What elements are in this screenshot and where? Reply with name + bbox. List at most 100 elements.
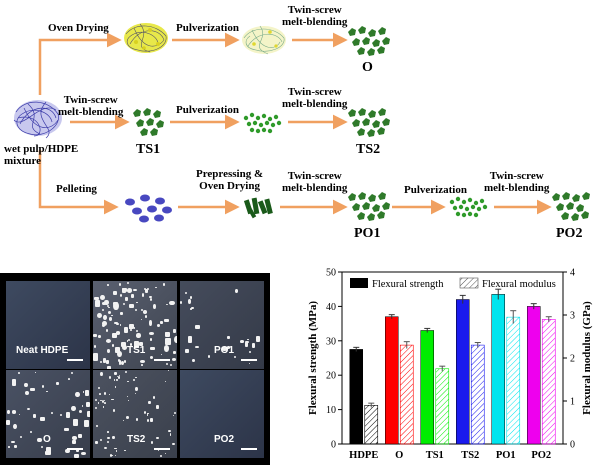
micrograph-speck bbox=[105, 339, 112, 344]
micrograph-speck bbox=[111, 398, 114, 401]
micrograph-speck bbox=[135, 387, 138, 392]
micrograph-speck bbox=[121, 288, 128, 292]
right-axis-tick-label: 1 bbox=[570, 397, 575, 408]
micrograph-speck bbox=[195, 345, 199, 349]
micrograph-speck bbox=[117, 349, 120, 352]
micrograph-speck bbox=[106, 365, 112, 369]
micrograph-speck bbox=[118, 375, 120, 376]
micrograph-speck bbox=[120, 294, 123, 298]
micrograph-speck bbox=[118, 282, 121, 287]
micrograph-speck bbox=[84, 420, 90, 428]
micrograph-speck bbox=[115, 448, 117, 450]
micrograph-speck bbox=[167, 370, 169, 371]
micrograph-speck bbox=[104, 392, 107, 396]
micrograph-tile: PO1 bbox=[180, 281, 264, 369]
micrograph-speck bbox=[65, 448, 70, 454]
micrograph-speck bbox=[20, 436, 22, 439]
micrograph-speck bbox=[120, 361, 124, 366]
micrograph-speck bbox=[45, 446, 51, 455]
pulverized-mixture-image bbox=[242, 25, 286, 55]
micrograph-speck bbox=[166, 303, 169, 305]
micrograph-speck bbox=[122, 344, 128, 350]
micrograph-speck bbox=[117, 348, 121, 352]
scale-bar bbox=[67, 448, 83, 450]
micrograph-speck bbox=[11, 440, 15, 444]
micrograph-speck bbox=[135, 392, 137, 395]
micrograph-speck bbox=[124, 450, 126, 452]
micrograph-speck bbox=[127, 399, 130, 401]
micrograph-speck bbox=[64, 427, 69, 432]
micrograph-speck bbox=[134, 309, 138, 311]
micrograph-speck bbox=[174, 412, 176, 414]
micrograph-speck bbox=[103, 446, 107, 449]
modulus-bar bbox=[364, 405, 379, 445]
micrograph-speck bbox=[248, 363, 251, 365]
micrograph-speck bbox=[165, 381, 167, 382]
micrograph-speck bbox=[192, 359, 195, 363]
micrograph-speck bbox=[102, 301, 106, 306]
micrograph-label: TS2 bbox=[127, 434, 146, 445]
granules-ts2-image bbox=[348, 108, 390, 137]
micrograph-speck bbox=[112, 436, 115, 440]
step-pelleting-label: Pelleting bbox=[56, 183, 97, 195]
micrograph-speck bbox=[156, 436, 159, 439]
micrograph-speck bbox=[141, 309, 144, 312]
left-axis-tick-label: 20 bbox=[326, 371, 336, 382]
granules-o-image bbox=[348, 26, 390, 56]
modulus-bar bbox=[435, 368, 450, 445]
micrograph-speck bbox=[161, 353, 163, 355]
micrograph-speck bbox=[115, 450, 117, 453]
micrograph-speck bbox=[50, 411, 53, 414]
micrograph-speck bbox=[148, 400, 151, 405]
micrograph-speck bbox=[165, 453, 166, 454]
step-prepressing-label: Prepressing &Oven Drying bbox=[196, 168, 264, 192]
micrograph-speck bbox=[244, 342, 249, 348]
micrograph-speck bbox=[94, 345, 96, 348]
micrograph-speck bbox=[249, 350, 251, 353]
micrograph-label: PO1 bbox=[214, 345, 235, 356]
category-label: TS1 bbox=[426, 450, 444, 461]
micrograph-speck bbox=[129, 343, 133, 346]
micrograph-speck bbox=[133, 289, 138, 292]
micrograph-speck bbox=[115, 322, 120, 326]
strength-bar bbox=[420, 330, 434, 445]
micrograph-speck bbox=[119, 324, 122, 327]
category-label: TS2 bbox=[461, 450, 479, 461]
micrograph-speck bbox=[117, 375, 121, 379]
granules-ts1-image bbox=[133, 108, 164, 136]
micrograph-speck bbox=[115, 331, 121, 335]
legend-strength-label: Flexural strength bbox=[372, 279, 444, 290]
micrograph-speck bbox=[106, 304, 109, 307]
micrograph-speck bbox=[128, 323, 135, 330]
micrograph-speck bbox=[222, 346, 227, 351]
micrograph-speck bbox=[105, 329, 109, 332]
micrograph-label: O bbox=[43, 434, 51, 445]
micrograph-speck bbox=[164, 331, 170, 338]
micrograph-speck bbox=[55, 381, 60, 385]
micrograph-speck bbox=[7, 446, 11, 448]
micrograph-speck bbox=[33, 414, 36, 418]
micrograph-speck bbox=[107, 431, 110, 433]
micrograph-speck bbox=[40, 445, 43, 449]
micrograph-speck bbox=[102, 406, 104, 408]
micrograph-speck bbox=[82, 391, 85, 394]
micrograph-speck bbox=[152, 396, 156, 399]
micrograph-speck bbox=[102, 358, 107, 363]
micrograph-speck bbox=[6, 420, 9, 423]
micrograph-speck bbox=[146, 419, 149, 423]
micrograph-speck bbox=[149, 332, 155, 336]
micrograph-speck bbox=[108, 317, 112, 321]
micrograph-speck bbox=[46, 390, 48, 393]
granules-po2-image bbox=[552, 192, 590, 221]
micrograph-speck bbox=[7, 409, 11, 415]
micrograph-speck bbox=[109, 454, 112, 457]
micrograph-speck bbox=[99, 439, 103, 442]
micrograph-speck bbox=[97, 387, 100, 389]
micrograph-speck bbox=[75, 391, 80, 398]
micrograph-speck bbox=[11, 378, 17, 386]
micrograph-speck bbox=[126, 339, 129, 342]
fine-powder-po-image bbox=[449, 196, 488, 218]
